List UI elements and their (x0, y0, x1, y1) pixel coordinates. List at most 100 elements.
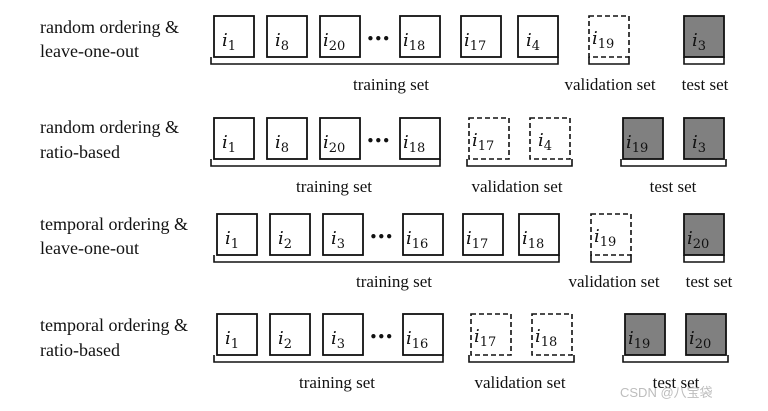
item-box (216, 313, 258, 356)
ellipsis: ••• (369, 328, 393, 346)
scheme-title-line2: leave-one-out (40, 238, 139, 258)
item-label: i17 (474, 326, 496, 350)
item-label: i19 (626, 132, 648, 156)
test-items: i3 (683, 15, 725, 58)
scheme-temporal-leave-one-out: temporal ordering & leave-one-out i1 i2 … (40, 213, 733, 291)
item-box (319, 117, 361, 160)
item-box-dashed (588, 15, 630, 58)
validation-set-label: validation set (471, 177, 562, 196)
item-label: i16 (406, 228, 428, 252)
item-box-dashed (531, 313, 573, 356)
item-label: i1 (225, 228, 239, 252)
item-label: i18 (403, 132, 425, 156)
item-label: i20 (323, 30, 345, 54)
training-brace (213, 355, 444, 363)
validation-set-label: validation set (564, 75, 655, 94)
scheme-temporal-ratio-based: temporal ordering & ratio-based i1 i2 i3… (40, 313, 729, 392)
item-box (399, 117, 441, 160)
item-box-filled (683, 15, 725, 58)
item-label: i16 (406, 328, 428, 352)
test-set-label: test set (686, 272, 733, 291)
item-box (460, 15, 502, 58)
item-label: i20 (323, 132, 345, 156)
item-box-dashed (529, 117, 571, 160)
item-label: i17 (464, 30, 486, 54)
scheme-title-line1: random ordering & (40, 17, 179, 37)
training-items: i1 i2 i3 ••• i16 (216, 313, 444, 356)
validation-items: i17 i4 (468, 117, 571, 160)
test-brace (683, 255, 725, 263)
ellipsis: ••• (366, 132, 390, 150)
item-label: i17 (466, 228, 488, 252)
validation-set-label: validation set (568, 272, 659, 291)
item-box (462, 213, 504, 256)
item-label: i4 (538, 130, 552, 154)
validation-brace (590, 255, 632, 263)
validation-brace (588, 57, 630, 65)
item-label: i19 (594, 226, 616, 250)
item-box (517, 15, 559, 58)
item-box-dashed (470, 313, 512, 356)
scheme-title-line1: temporal ordering & (40, 214, 188, 234)
training-items: i1 i2 i3 ••• i16 (216, 213, 444, 256)
scheme-title-line2: leave-one-out (40, 41, 139, 61)
validation-items: i17 i18 (470, 313, 573, 356)
item-box-filled (622, 117, 664, 160)
item-box-dashed (590, 213, 632, 256)
validation-items: i17 i4 i19 (460, 15, 630, 58)
item-label: i3 (692, 132, 706, 156)
item-box (319, 15, 361, 58)
scheme-title-line1: random ordering & (40, 117, 179, 137)
training-set-label: training set (356, 272, 432, 291)
item-box-filled (624, 313, 666, 356)
item-label: i20 (687, 228, 709, 252)
item-box (269, 213, 311, 256)
training-items: i1 i8 i20 ••• i18 (213, 15, 441, 58)
scheme-random-leave-one-out: random ordering & leave-one-out i1 i8 i2… (40, 15, 729, 94)
item-box (518, 213, 560, 256)
item-box (399, 15, 441, 58)
scheme-random-ratio-based: random ordering & ratio-based i1 i8 i20 … (40, 117, 727, 196)
item-box (402, 213, 444, 256)
item-box (402, 313, 444, 356)
test-brace (622, 355, 729, 363)
validation-brace (468, 355, 575, 363)
item-box (322, 213, 364, 256)
item-box (216, 213, 258, 256)
watermark: CSDN @八宝袋 (620, 385, 713, 400)
test-set-label: test set (650, 177, 697, 196)
item-label: i19 (592, 28, 614, 52)
item-box-filled (685, 313, 727, 356)
training-brace (213, 255, 560, 263)
test-brace (683, 57, 725, 65)
test-set-label: test set (653, 373, 700, 392)
validation-set-label: validation set (474, 373, 565, 392)
item-label: i19 (628, 328, 650, 352)
item-label: i8 (275, 30, 289, 54)
item-label: i18 (535, 326, 557, 350)
scheme-title-line2: ratio-based (40, 142, 120, 162)
test-set-label: test set (682, 75, 729, 94)
item-label: i1 (225, 328, 239, 352)
item-box (266, 117, 308, 160)
item-box-filled (683, 117, 725, 160)
item-label: i2 (278, 328, 292, 352)
item-box-dashed (468, 117, 510, 160)
ellipsis: ••• (366, 30, 390, 48)
validation-brace (466, 159, 573, 167)
item-box (213, 117, 255, 160)
item-box (322, 313, 364, 356)
item-box (213, 15, 255, 58)
item-label: i1 (222, 132, 236, 156)
training-set-label: training set (353, 75, 429, 94)
item-box (266, 15, 308, 58)
scheme-title-line1: temporal ordering & (40, 315, 188, 335)
test-items: i19 i3 (622, 117, 725, 160)
item-label: i3 (331, 228, 345, 252)
training-set-label: training set (296, 177, 372, 196)
item-label: i3 (692, 30, 706, 54)
training-items: i1 i8 i20 ••• i18 (213, 117, 441, 160)
item-label: i20 (689, 328, 711, 352)
training-set-label: training set (299, 373, 375, 392)
